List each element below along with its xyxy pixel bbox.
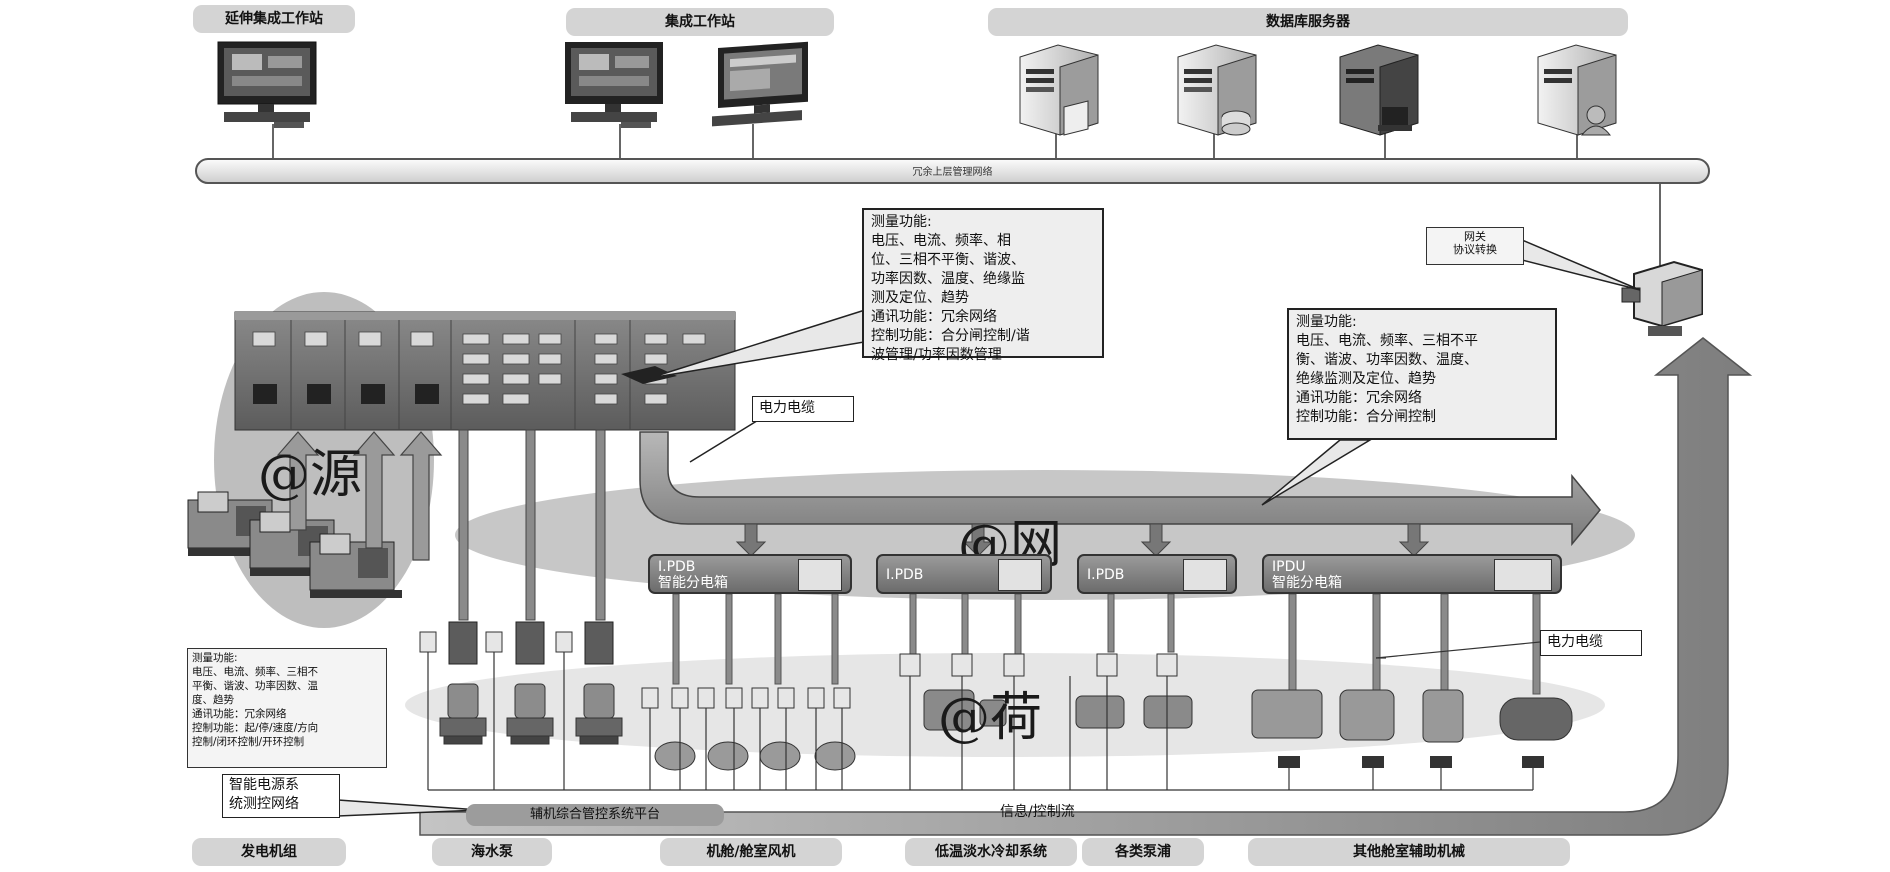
ext-workstation-header: 延伸集成工作站 <box>193 5 355 33</box>
category-other-aux-machinery: 其他舱室辅助机械 <box>1248 838 1570 866</box>
main-power-arrow <box>639 431 1601 547</box>
gateway-device-icon[interactable] <box>1621 260 1703 336</box>
pdb-drop-cables <box>672 593 1541 695</box>
pdb-box[interactable]: I.PDB <box>1077 554 1237 594</box>
redundant-network-bus: 冗余上层管理网络 <box>195 158 1710 184</box>
switchboard-measurement-callout: 测量功能: 电压、电流、频率、相 位、三相不平衡、谐波、 功率因数、温度、绝缘监… <box>862 208 1104 363</box>
category-misc-pumps: 各类泵浦 <box>1082 838 1204 866</box>
pdb-line1: I.PDB <box>658 559 696 575</box>
pdb-line2: 智能分电箱 <box>658 575 728 591</box>
fan-icon[interactable] <box>654 741 856 771</box>
category-cabin-fans: 机舱/舱室风机 <box>660 838 842 866</box>
source-label: @源 <box>258 445 363 505</box>
valve-icon[interactable] <box>1278 756 1544 768</box>
server-tower-icon[interactable] <box>1339 44 1419 136</box>
category-seawater-pump: 海水泵 <box>432 838 552 866</box>
ipdu-measurement-callout: 测量功能: 电压、电流、频率、三相不平 衡、谐波、功率因数、温度、 绝缘监测及定… <box>1287 308 1557 440</box>
pump-cables <box>458 429 606 621</box>
workstation-monitor-icon[interactable] <box>712 41 808 127</box>
gateway-label: 网关 协议转换 <box>1426 227 1524 265</box>
distribution-box-icon <box>998 559 1042 591</box>
controller-box-icon[interactable] <box>448 621 614 665</box>
generator-set-icon[interactable] <box>187 491 402 598</box>
pdb-line1: I.PDB <box>886 567 924 583</box>
distribution-box-icon <box>1183 559 1227 591</box>
controller-box-icon[interactable] <box>419 631 1178 709</box>
pdb-line1: I.PDB <box>1087 567 1125 583</box>
power-cable-label: 电力电缆 <box>1540 630 1642 656</box>
pump-motor-icon[interactable] <box>439 683 623 745</box>
workstation-monitor-icon[interactable] <box>217 41 317 128</box>
pdb-box[interactable]: IPDU 智能分电箱 <box>1262 554 1562 594</box>
power-cable-label: 电力电缆 <box>752 396 854 422</box>
platform-label: 辅机综合管控系统平台 <box>466 804 724 826</box>
integ-workstation-header: 集成工作站 <box>566 8 834 36</box>
db-servers-header: 数据库服务器 <box>988 8 1628 36</box>
server-tower-icon[interactable] <box>1537 44 1617 136</box>
workstation-monitor-icon[interactable] <box>565 42 663 128</box>
pdb-line1: IPDU <box>1272 559 1306 575</box>
callout-pointers <box>337 238 1641 817</box>
pdb-feed-arrows <box>735 523 1430 557</box>
category-generator-sets: 发电机组 <box>192 838 346 866</box>
distribution-box-icon <box>798 559 842 591</box>
switchboard-icon[interactable] <box>234 311 736 431</box>
load-measurement-callout: 测量功能: 电压、电流、频率、三相不 平衡、谐波、功率因数、温 度、趋势 通讯功… <box>187 648 387 768</box>
info-flow-arrow <box>419 337 1753 836</box>
source-up-arrows <box>276 431 443 561</box>
server-tower-icon[interactable] <box>1177 44 1257 136</box>
pdb-box[interactable]: I.PDB 智能分电箱 <box>648 554 852 594</box>
category-lt-cooling: 低温淡水冷却系统 <box>905 838 1077 866</box>
aux-machine-icon[interactable] <box>1251 689 1573 743</box>
info-flow-label: 信息/控制流 <box>1000 804 1075 820</box>
pdb-box[interactable]: I.PDB <box>876 554 1052 594</box>
smart-power-system-label: 智能电源系 统测控网络 <box>222 774 340 818</box>
distribution-box-icon <box>1494 559 1552 591</box>
control-network-lines <box>427 641 1541 791</box>
load-label: @荷 <box>938 688 1043 748</box>
pdb-line2: 智能分电箱 <box>1272 575 1342 591</box>
server-tower-icon[interactable] <box>1019 44 1099 136</box>
